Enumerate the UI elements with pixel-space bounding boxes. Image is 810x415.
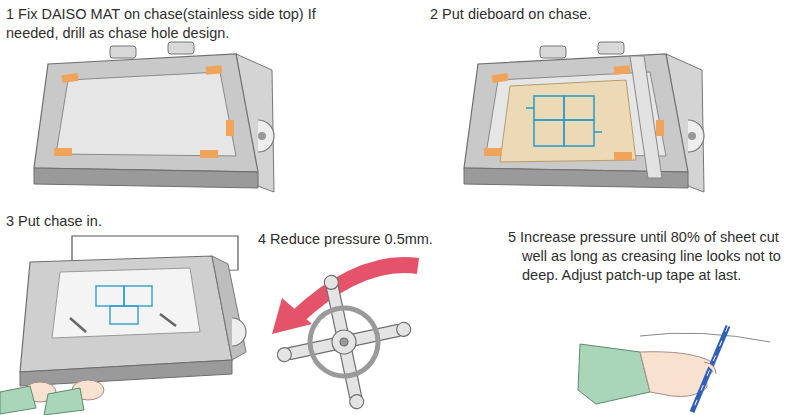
hand-with-tape	[578, 326, 770, 412]
step-text: 2 Put dieboard on chase.	[430, 5, 730, 24]
chase-in-machine	[0, 236, 246, 415]
step-text: 4 Reduce pressure 0.5mm.	[258, 230, 488, 249]
chase-step1	[34, 42, 274, 192]
chase-step2	[464, 42, 704, 192]
pressure-wheel	[263, 261, 424, 415]
step-text: 5 Increase pressure until 80% of sheet c…	[508, 228, 806, 285]
step-text: 3 Put chase in.	[6, 212, 206, 231]
step-text: 1 Fix DAISO MAT on chase(stainless side …	[6, 5, 351, 43]
